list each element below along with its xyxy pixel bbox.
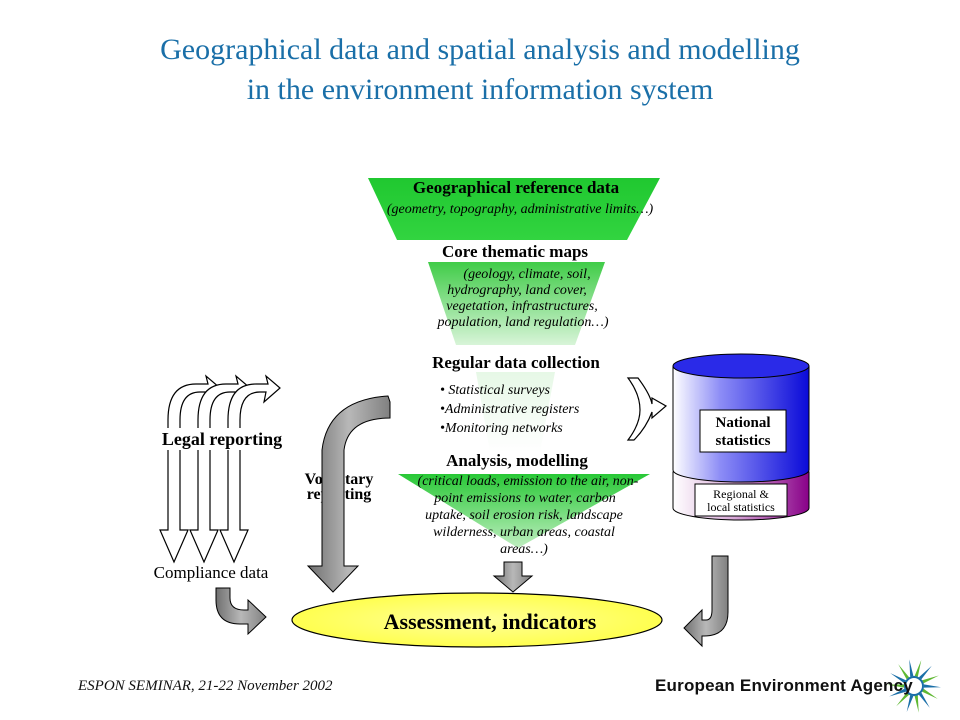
logo-ray — [918, 665, 932, 680]
legal-arrow-3 — [219, 374, 281, 564]
national-statistics-box — [699, 409, 787, 453]
level3-heading: Regular data collection — [432, 353, 600, 372]
analysis-down-arrow — [492, 561, 534, 593]
funnel-segment-3 — [476, 372, 555, 452]
legal-arrow-1 — [159, 374, 221, 564]
regional-statistics-box — [694, 483, 788, 517]
logo-ray — [909, 659, 914, 677]
logo-ray — [890, 673, 906, 684]
title-line-2: in the environment information system — [246, 73, 714, 106]
level2-heading: Core thematic maps — [442, 242, 588, 261]
database-top — [672, 353, 810, 379]
footer-agency-name: European Environment Agency — [655, 676, 913, 695]
compliance-arrow — [215, 587, 267, 636]
logo-ray — [889, 688, 906, 697]
level2-line-1: (geology, climate, soil, — [463, 267, 590, 282]
page-title: Geographical data and spatial analysis a… — [0, 30, 960, 110]
logo-ray — [922, 675, 939, 684]
compliance-data-label: Compliance data — [154, 563, 269, 582]
logo-ray — [914, 695, 919, 713]
funnel-level-1: Geographical reference data (geometry, t… — [368, 178, 660, 240]
level3-bullet-2: •Administrative registers — [440, 402, 580, 417]
assessment-label: Assessment, indicators — [384, 609, 597, 634]
collection-to-database-arrow — [626, 377, 668, 441]
assessment-ellipse — [291, 592, 663, 648]
regional-statistics-line-2: local statistics — [707, 500, 775, 514]
legal-label-bg — [152, 428, 292, 450]
logo-ray — [918, 692, 930, 708]
logo-ray — [896, 692, 910, 707]
level3-bullet-1: • Statistical surveys — [440, 383, 550, 398]
level1-heading: Geographical reference data — [413, 178, 620, 197]
funnel-level-3: Regular data collection • Statistical su… — [432, 353, 600, 452]
logo-ray — [887, 684, 905, 688]
funnel-level-2: Core thematic maps (geology, climate, so… — [428, 242, 609, 345]
footer-seminar: ESPON SEMINAR, 21-22 November 2002 — [78, 678, 333, 694]
logo-center — [904, 676, 924, 696]
level4-line-3: uptake, soil erosion risk, landscape — [425, 508, 623, 523]
level1-detail: (geometry, topography, administrative li… — [387, 202, 654, 217]
funnel-level-4: Analysis, modelling (critical loads, emi… — [398, 451, 650, 557]
national-statistics-line-2: statistics — [716, 433, 771, 449]
national-statistics-line-1: National — [715, 415, 770, 431]
legal-arrow-2 — [189, 374, 251, 564]
level4-line-4: wilderness, urban areas, coastal — [433, 525, 615, 540]
database-arrow — [683, 555, 729, 648]
level4-heading: Analysis, modelling — [446, 451, 588, 470]
logo-ray — [922, 688, 938, 699]
logo-ray — [906, 695, 914, 712]
voluntary-arrow — [306, 395, 391, 593]
funnel-segment-1 — [368, 178, 660, 240]
level4-line-1: (critical loads, emission to the air, no… — [418, 474, 639, 489]
legal-reporting-arrows — [159, 374, 281, 564]
funnel-segment-2 — [428, 262, 605, 345]
title-line-1: Geographical data and spatial analysis a… — [160, 33, 800, 66]
eea-sun-logo-icon — [887, 659, 941, 713]
logo-ray — [898, 664, 910, 680]
logo-ray — [914, 660, 922, 677]
logo-ray — [923, 684, 941, 688]
database-cylinder: National statistics Regional & local sta… — [672, 353, 810, 521]
funnel-segment-4 — [398, 474, 650, 548]
level2-line-2: hydrography, land cover, — [447, 283, 586, 298]
level4-line-2: point emissions to water, carbon — [433, 491, 616, 506]
level3-bullet-3: •Monitoring networks — [440, 421, 563, 436]
level4-line-5: areas…) — [500, 542, 548, 557]
level2-line-3: vegetation, infrastructures, — [446, 299, 598, 314]
regional-statistics-line-1: Regional & — [713, 487, 769, 501]
legal-reporting-label: Legal reporting — [162, 429, 282, 449]
level2-line-4: population, land regulation…) — [437, 315, 609, 330]
